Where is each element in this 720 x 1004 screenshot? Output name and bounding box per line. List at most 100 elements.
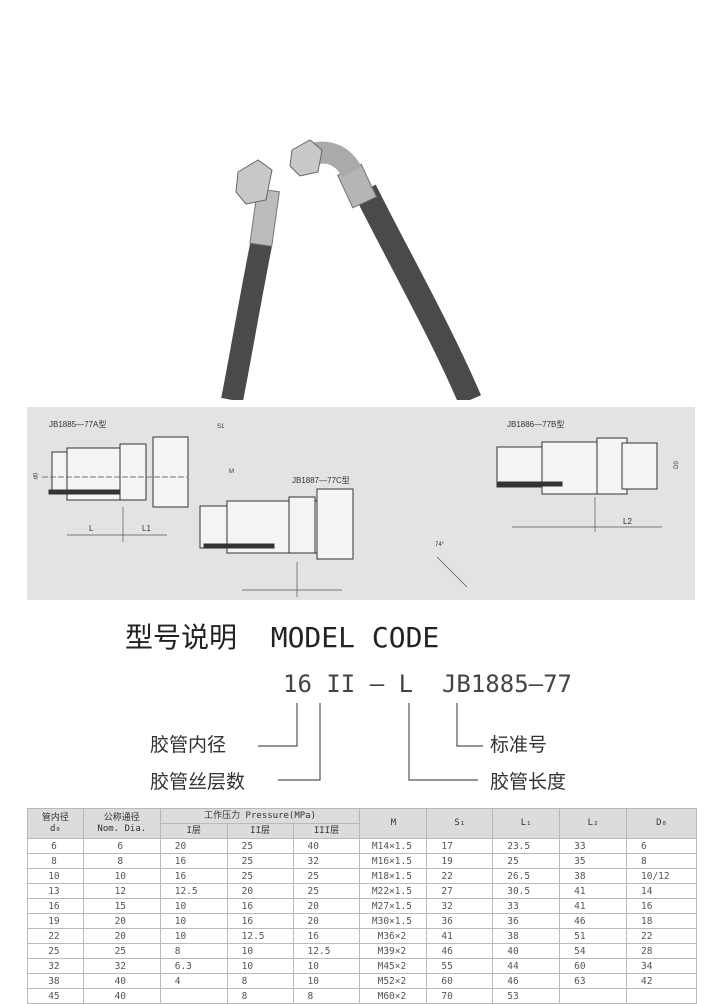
table-cell <box>626 988 697 1004</box>
table-cell: 13 <box>27 883 84 899</box>
table-cell <box>559 988 628 1004</box>
table-cell: 22 <box>426 868 494 884</box>
header-pressure-p1: I层 <box>159 823 228 839</box>
table-cell: 12.5 <box>226 928 294 944</box>
table-cell: 16 <box>626 898 697 914</box>
table-cell: 10 <box>292 973 361 989</box>
table-cell: 32 <box>292 853 361 869</box>
table-cell: 8 <box>226 973 294 989</box>
table-cell: 25 <box>226 853 294 869</box>
table-cell: 6 <box>27 838 84 854</box>
table-cell: 20 <box>159 838 228 854</box>
table-cell: 42 <box>626 973 697 989</box>
table-cell: 10 <box>159 913 228 929</box>
table-cell: 46 <box>492 973 561 989</box>
header-s1: S₁ <box>426 808 494 839</box>
table-cell: 16 <box>226 913 294 929</box>
type-b-label: JB1886—77B型 <box>507 420 565 429</box>
table-cell: 35 <box>559 853 628 869</box>
table-cell: 8 <box>292 988 361 1004</box>
label-inner-diameter: 胶管内径 <box>150 734 227 756</box>
table-cell: 36 <box>426 913 494 929</box>
header-m: M <box>359 808 428 839</box>
table-cell: M16×1.5 <box>359 853 428 869</box>
table-cell: 12.5 <box>292 943 361 959</box>
table-cell: 45 <box>27 988 84 1004</box>
table-cell: 10 <box>27 868 84 884</box>
table-cell: 19 <box>426 853 494 869</box>
table-cell: 20 <box>82 913 161 929</box>
type-c-label: JB1887—77C型 <box>292 476 350 485</box>
table-cell: 40 <box>292 838 361 854</box>
table-cell: 60 <box>426 973 494 989</box>
table-cell: 22 <box>626 928 697 944</box>
l-label: L <box>89 524 94 533</box>
table-cell: 10 <box>159 928 228 944</box>
table-cell: 25 <box>226 868 294 884</box>
table-cell: 16 <box>159 853 228 869</box>
s1-label: S1 <box>217 424 225 430</box>
table-cell: 28 <box>626 943 697 959</box>
table-cell: 16 <box>292 928 361 944</box>
label-standard: 标准号 <box>490 734 548 756</box>
table-cell: 30.5 <box>492 883 561 899</box>
angle-label: 74° <box>435 542 445 548</box>
m-label: M <box>229 469 234 475</box>
header-D0: D₀ <box>626 808 697 839</box>
table-cell: 8 <box>626 853 697 869</box>
table-cell: 10 <box>226 943 294 959</box>
table-cell: 25 <box>292 883 361 899</box>
table-cell: 20 <box>226 883 294 899</box>
header-pressure-p3: III层 <box>292 823 361 839</box>
table-cell: 26.5 <box>492 868 561 884</box>
model-code: 16 II — L JB1885—77 <box>283 670 572 698</box>
table-cell: M45×2 <box>359 958 428 974</box>
table-cell: 51 <box>559 928 628 944</box>
table-cell: 38 <box>27 973 84 989</box>
table-cell: 23.5 <box>492 838 561 854</box>
table-cell: 38 <box>492 928 561 944</box>
table-cell: 12.5 <box>159 883 228 899</box>
table-cell: 22 <box>27 928 84 944</box>
table-cell: M30×1.5 <box>359 913 428 929</box>
table-cell: 8 <box>27 853 84 869</box>
table-cell: 60 <box>559 958 628 974</box>
table-cell: 32 <box>426 898 494 914</box>
table-cell: M22×1.5 <box>359 883 428 899</box>
table-cell: 25 <box>292 868 361 884</box>
table-cell: 25 <box>492 853 561 869</box>
label-wire-layers: 胶管丝层数 <box>150 771 246 793</box>
table-cell: 6 <box>82 838 161 854</box>
l2-label: L2 <box>623 517 632 526</box>
code-connector-lines <box>258 703 483 781</box>
table-cell <box>159 988 228 1004</box>
table-cell: 36 <box>492 913 561 929</box>
table-cell: 63 <box>559 973 628 989</box>
table-cell: 34 <box>626 958 697 974</box>
table-cell: 40 <box>492 943 561 959</box>
table-cell: 16 <box>226 898 294 914</box>
table-cell: M27×1.5 <box>359 898 428 914</box>
table-cell: 8 <box>82 853 161 869</box>
table-cell: 10 <box>159 898 228 914</box>
fitting-drawings <box>42 436 662 597</box>
header-pressure-p2: II层 <box>226 823 294 839</box>
table-cell: 10/12 <box>626 868 697 884</box>
table-cell: M39×2 <box>359 943 428 959</box>
table-cell: 27 <box>426 883 494 899</box>
table-cell: 8 <box>159 943 228 959</box>
table-cell: 41 <box>559 898 628 914</box>
table-cell: 10 <box>226 958 294 974</box>
table-cell: M52×2 <box>359 973 428 989</box>
table-cell: 20 <box>82 928 161 944</box>
table-cell: 25 <box>82 943 161 959</box>
table-cell: 6 <box>626 838 697 854</box>
